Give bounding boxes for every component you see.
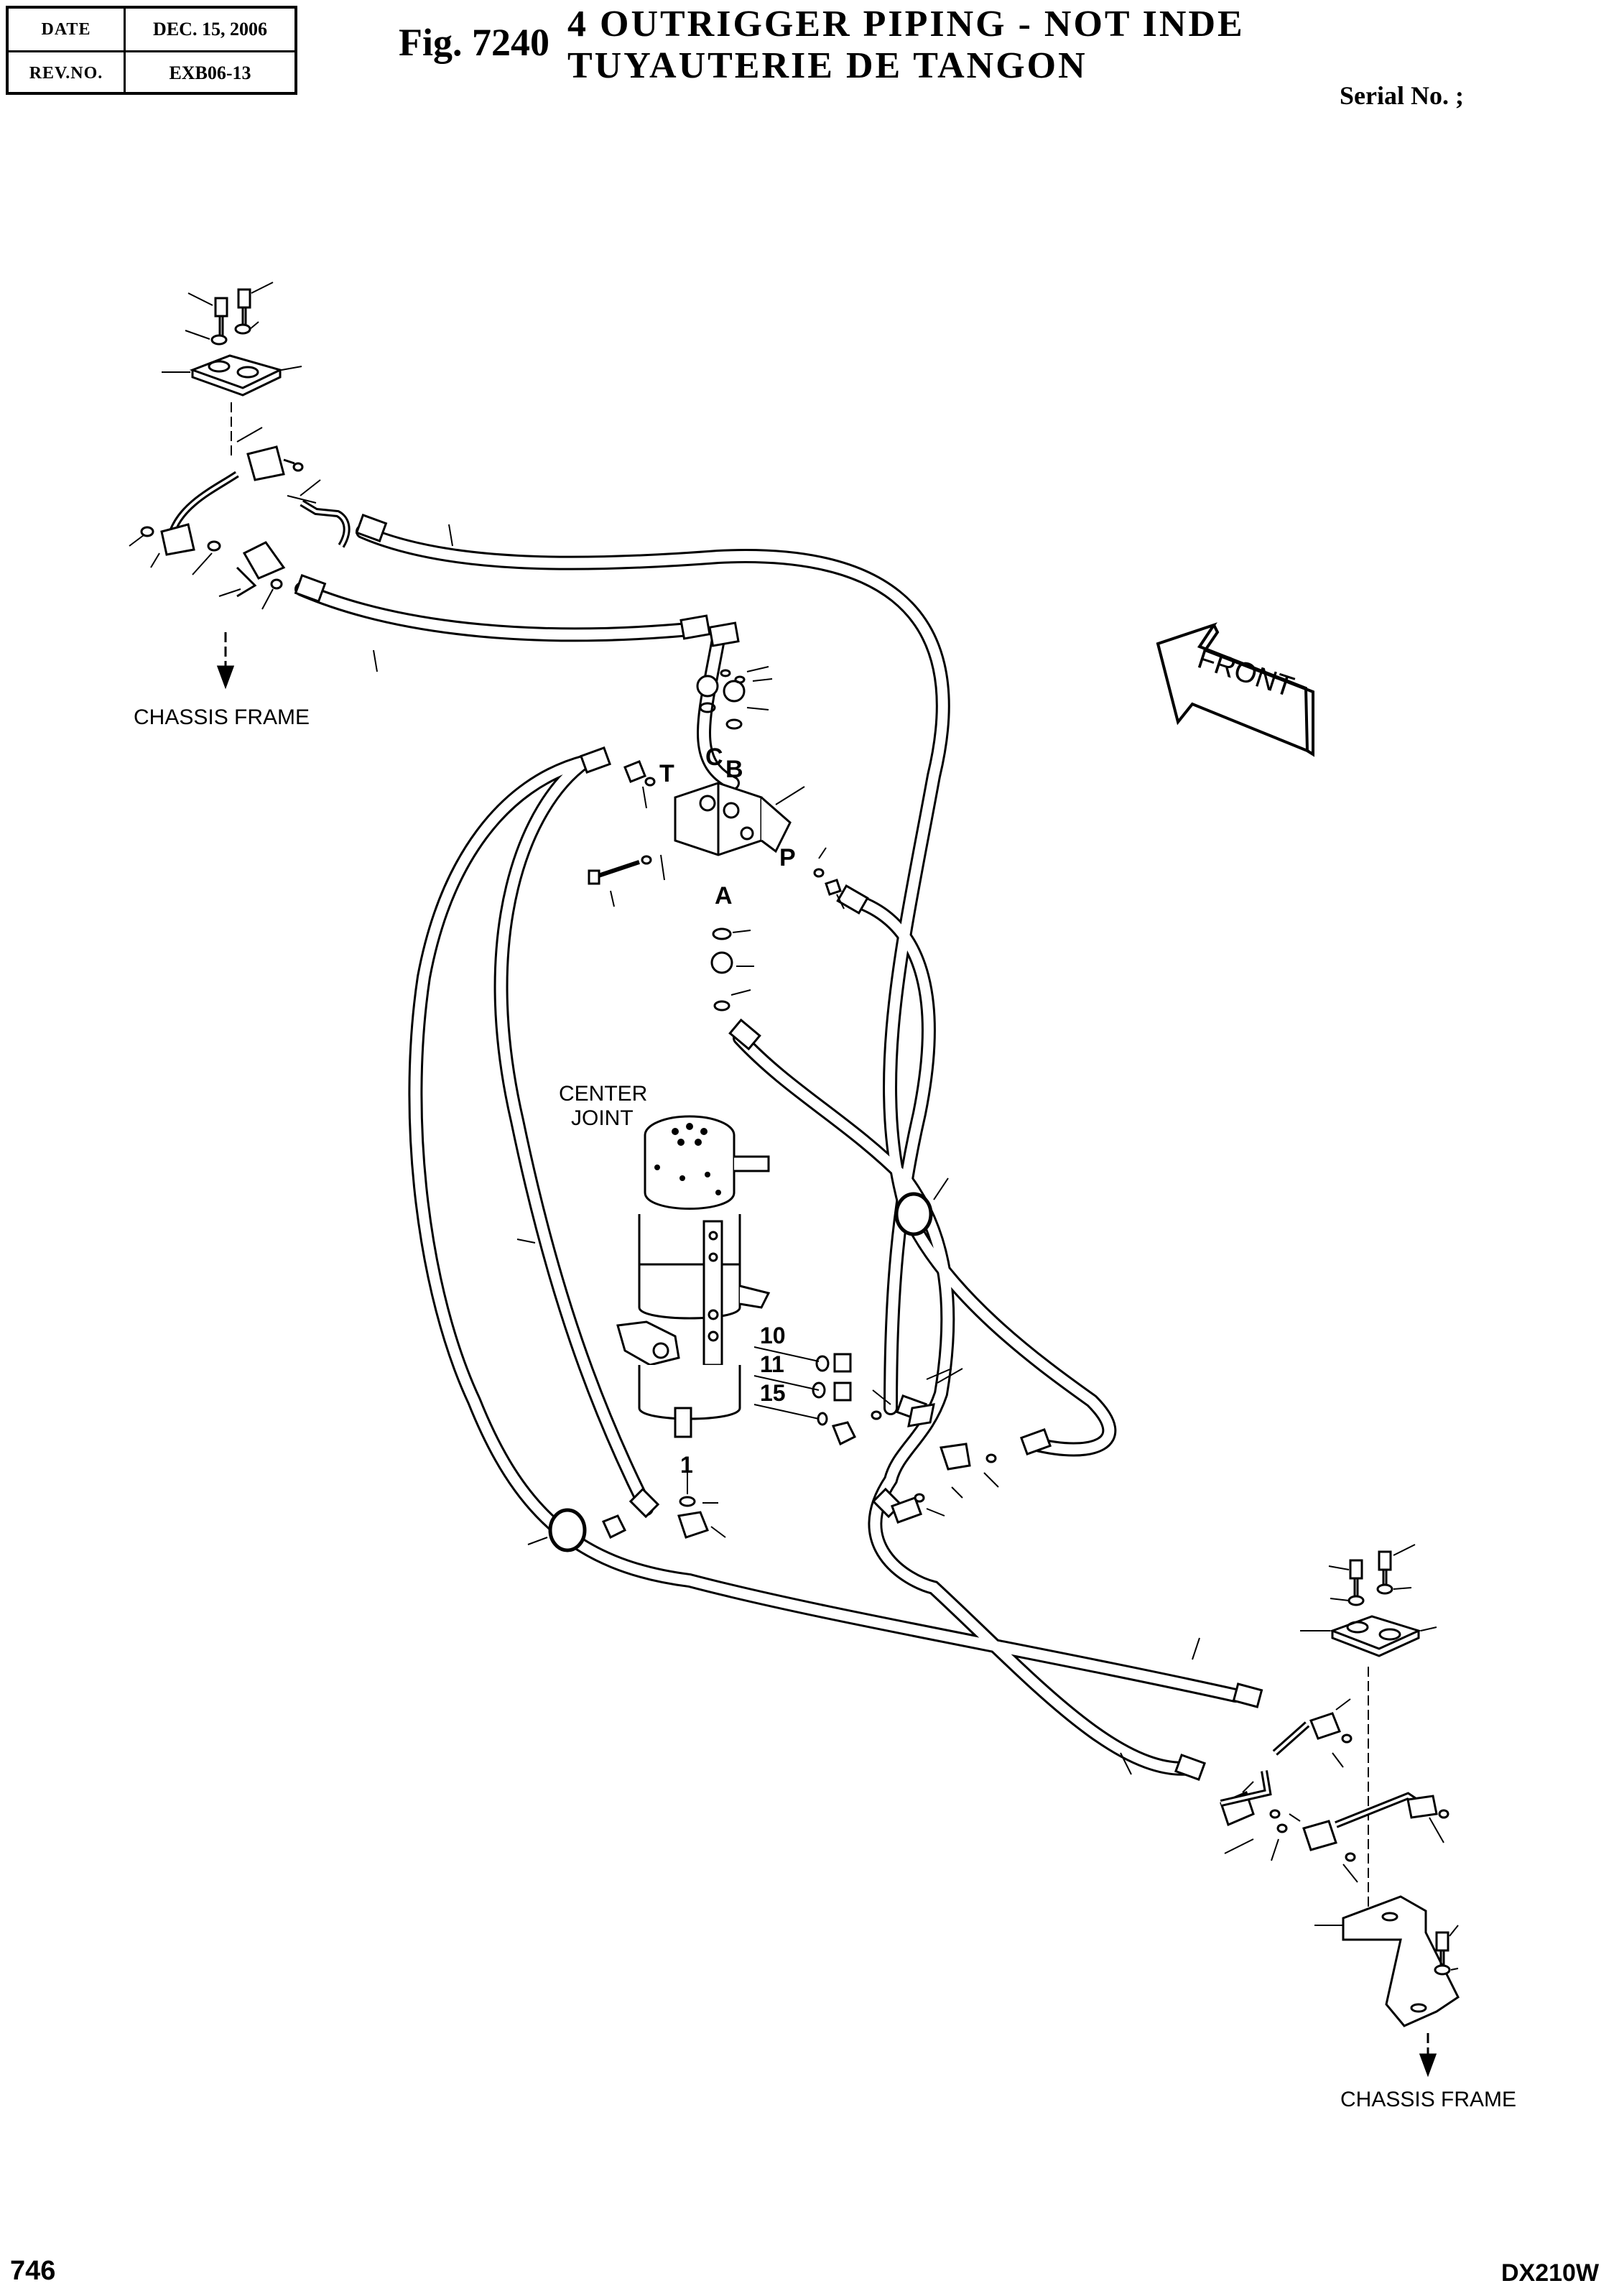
hose-lines (294, 524, 1243, 1776)
port-c-label: C (705, 744, 723, 771)
callout-1: 1 (680, 1452, 693, 1478)
date-row: DATE DEC. 15, 2006 (9, 9, 294, 50)
port-t-label: T (659, 760, 674, 787)
upper-left-bracket-assembly (129, 282, 351, 690)
hose-fittings (294, 514, 1263, 1782)
title-english: 4 OUTRIGGER PIPING - NOT INDE (567, 4, 1245, 45)
title-french: TUYAUTERIE DE TANGON (567, 45, 1087, 86)
callout-11: 11 (760, 1351, 784, 1377)
revision-info-box: DATE DEC. 15, 2006 REV.NO. EXB06-13 (6, 6, 297, 95)
callout-10: 10 (760, 1323, 786, 1348)
chassis-frame-label-bottom: CHASSIS FRAME (1340, 2088, 1516, 2111)
lower-center-fittings (527, 1368, 999, 1545)
model-name: DX210W (1501, 2259, 1600, 2287)
date-value: DEC. 15, 2006 (153, 19, 267, 40)
port-b-label: B (725, 756, 743, 783)
front-direction-arrow: FRONT (1156, 622, 1314, 757)
port-p-label: P (779, 844, 796, 871)
revision-label: REV.NO. (9, 52, 126, 94)
center-joint (616, 1115, 857, 1539)
lower-right-bracket-assembly (1220, 1544, 1460, 2078)
callout-15: 15 (760, 1380, 786, 1406)
port-a-label: A (715, 882, 733, 909)
control-valve-block (588, 666, 845, 1012)
center-joint-label-line1: CENTER (559, 1082, 647, 1106)
page-number: 746 (10, 2256, 56, 2286)
date-label: DATE (9, 9, 126, 50)
revision-value: EXB06-13 (169, 63, 251, 83)
figure-number: Fig. 7240 (399, 21, 549, 64)
revision-row: REV.NO. EXB06-13 (9, 50, 294, 94)
serial-number-label: Serial No. ; (1340, 81, 1464, 110)
center-joint-label-line2: JOINT (571, 1106, 634, 1130)
chassis-frame-label-top: CHASSIS FRAME (134, 705, 310, 729)
